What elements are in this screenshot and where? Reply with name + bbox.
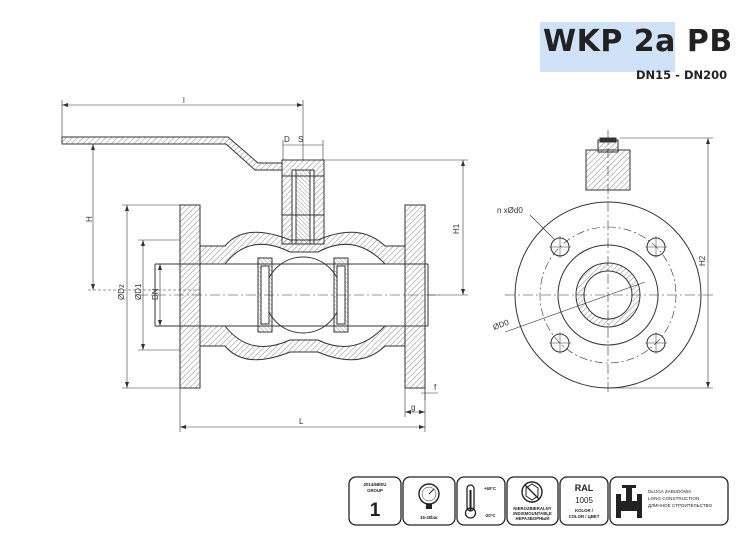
construction-line1: DŁUGA ZABUDOWA xyxy=(648,489,692,494)
temp-min: -20°C xyxy=(484,513,495,518)
dim-dz: ØDz xyxy=(117,284,126,300)
badge-ral: RAL 1005 KOLOR / COLOR / ЦВЕТ xyxy=(559,476,609,526)
right-flange xyxy=(404,204,426,389)
ped-line1: 2014/68/EU xyxy=(364,482,387,487)
ral-line2: COLOR / ЦВЕТ xyxy=(569,514,600,519)
no-disassembly-icon xyxy=(521,481,543,503)
pressure-label: 16-40bar xyxy=(420,515,438,520)
dim-g: g xyxy=(411,403,415,412)
construction-line3: ДЛИННОЕ СТРОИТЕЛЬСТВО xyxy=(648,503,712,508)
dim-d1: ØD1 xyxy=(134,283,143,300)
dim-dn: DN xyxy=(151,288,160,300)
dim-s: S xyxy=(298,135,303,144)
side-view xyxy=(61,100,468,432)
title-highlight xyxy=(540,22,675,72)
dim-h1: H1 xyxy=(452,223,461,234)
ral-line1: KOLOR / xyxy=(575,508,594,513)
badge-construction: DŁUGA ZABUDOWA LONG CONSTRUCTION ДЛИННОЕ… xyxy=(609,476,729,526)
temp-max: +60°C xyxy=(484,486,496,491)
ped-line2: GROUP xyxy=(367,488,383,493)
indismountable-line3: НЕРАЗБОРНЫЙ xyxy=(516,516,550,521)
ped-value: 1 xyxy=(370,500,381,521)
valve-body-icon xyxy=(616,485,642,518)
thermometer-icon xyxy=(464,484,477,519)
ral-title: RAL xyxy=(575,483,594,493)
product-title: WKP 2a PB xyxy=(543,24,733,59)
product-size-range: DN15 - DN200 xyxy=(636,68,728,82)
label-holes: n xØd0 xyxy=(497,206,523,215)
dim-big-l: L xyxy=(299,417,304,426)
dim-l: l xyxy=(183,96,185,105)
front-view xyxy=(504,130,715,395)
badge-indismountable: NIEROZBIERALNY INDISMOUNTABLE НЕРАЗБОРНЫ… xyxy=(506,476,559,526)
badge-row: 2014/68/EU GROUP 1 16-40bar +60°C -20°C xyxy=(348,476,729,526)
dim-f: f xyxy=(434,383,437,392)
dim-s-prefix: D xyxy=(284,135,290,144)
dim-h: H xyxy=(85,216,94,222)
handle-lever xyxy=(61,136,283,171)
badge-ped-group: 2014/68/EU GROUP 1 xyxy=(348,476,402,526)
indismountable-line1: NIEROZBIERALNY xyxy=(513,506,551,511)
label-d0: ØD0 xyxy=(492,318,511,332)
badge-temperature: +60°C -20°C xyxy=(456,476,506,526)
construction-line2: LONG CONSTRUCTION xyxy=(648,496,699,501)
indismountable-line2: INDISMOUNTABLE xyxy=(513,511,552,516)
badge-pressure: 16-40bar xyxy=(402,476,456,526)
ral-value: 1005 xyxy=(575,496,593,505)
left-flange xyxy=(179,204,201,389)
label-h2: H2 xyxy=(698,255,707,266)
valve-body-lower xyxy=(199,325,406,361)
